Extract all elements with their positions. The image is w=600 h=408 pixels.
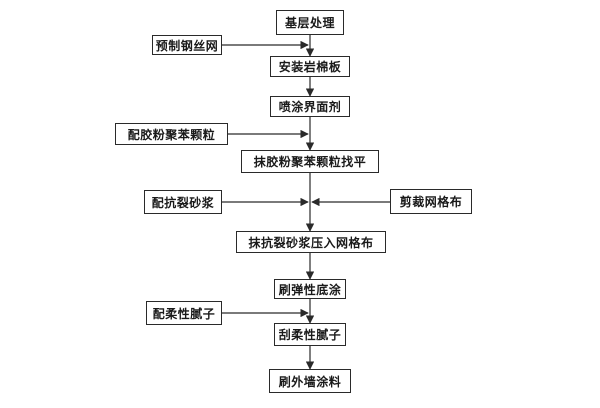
- step-mojiao: 抹胶粉聚苯颗粒找平: [241, 150, 379, 173]
- input-peikang: 配抗裂砂浆: [144, 190, 222, 214]
- input-peirou: 配柔性腻子: [146, 301, 222, 325]
- step-guarou: 刮柔性腻子: [274, 323, 346, 346]
- step-shuadan: 刷弹性底涂: [274, 279, 346, 299]
- step-mokangliu: 抹抗裂砂浆压入网格布: [236, 231, 386, 253]
- step-jiceng: 基层处理: [276, 10, 344, 35]
- input-jiancai: 剪裁网格布: [390, 189, 472, 214]
- input-yuzhi: 预制钢丝网: [152, 35, 222, 55]
- input-peijiao: 配胶粉聚苯颗粒: [115, 123, 228, 145]
- step-pentu: 喷涂界面剂: [270, 96, 350, 117]
- step-shuawai: 刷外墙涂料: [269, 369, 351, 393]
- step-anzhuang: 安装岩棉板: [270, 56, 350, 77]
